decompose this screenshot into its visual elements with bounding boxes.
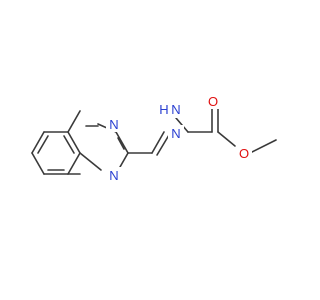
- atom-N1: N: [109, 117, 118, 132]
- atom-O-ester: O: [239, 146, 249, 161]
- atom-NH: H: [159, 102, 168, 117]
- atom-N4: N: [109, 168, 118, 183]
- pyrazine-ring: [67, 110, 129, 175]
- molecule-drawing: N N H N N O O: [31, 93, 277, 183]
- atom-NH-N: N: [171, 102, 180, 117]
- atom-O-carbonyl: O: [208, 94, 218, 109]
- atom-labels: N N H N N O O: [106, 93, 252, 183]
- atom-N-hydrazone: N: [171, 126, 180, 141]
- structure-canvas: N N H N N O O: [31, 93, 277, 183]
- benzene-ring: [31, 131, 81, 175]
